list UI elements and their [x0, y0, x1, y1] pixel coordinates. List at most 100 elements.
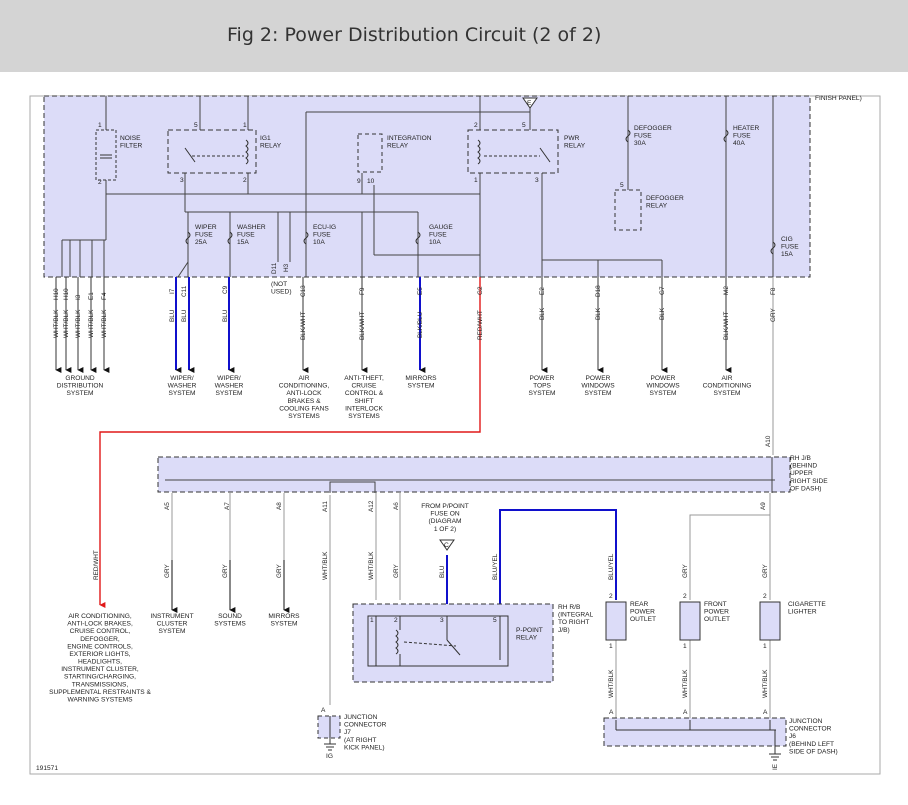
pin-label: 3 — [535, 177, 539, 184]
wire-color-label: GRY — [222, 564, 229, 578]
pin-label: 1 — [474, 177, 478, 184]
fuse-panel — [43, 95, 811, 278]
front-power-outlet — [679, 601, 701, 641]
wire-color-label: BLU/YEL — [608, 553, 615, 580]
pin-label: 1 — [370, 617, 374, 624]
outlet-pins: 2 2 2 1 1 1 — [609, 593, 767, 650]
wire-color-label: WHT/BLK — [322, 551, 329, 580]
pin-label: 5 — [522, 122, 526, 129]
top-wires — [55, 277, 774, 705]
pin-label: 5 — [493, 617, 497, 624]
pin-label: 1 — [243, 122, 247, 129]
pin-label: 3 — [180, 177, 184, 184]
connector-label: D11 — [271, 262, 278, 274]
top-wire-labels: WHT/BLK WHT/BLK WHT/BLK WHT/BLK WHT/BLK … — [53, 307, 777, 340]
panel-wiring — [61, 96, 774, 278]
wire-color-label: GRY — [762, 564, 769, 578]
rh-jb-pins: A5 A7 A8 A11 A12 A6 A9 — [164, 500, 767, 512]
connector-label: H3 — [283, 263, 290, 272]
defogger-relay — [614, 189, 642, 231]
pin-label: 9 — [357, 178, 361, 185]
outlets — [605, 601, 781, 641]
wire-color-label: WHT/BLK — [608, 669, 615, 698]
connector-label: F9 — [359, 287, 366, 295]
pin-label: 10 — [367, 178, 375, 185]
mid-wire-labels: RED/WHT GRY GRY GRY WHT/BLK WHT/BLK GRY … — [93, 550, 769, 580]
terminal-c-triangle — [439, 539, 455, 551]
jb-pin: A12 — [368, 500, 375, 512]
connector-label: D18 — [595, 285, 602, 297]
pin-label: 2 — [243, 177, 247, 184]
figure-header: Fig 2: Power Distribution Circuit (2 of … — [0, 0, 908, 72]
jb-pin: A7 — [224, 502, 231, 510]
connector-label: E5 — [417, 287, 424, 295]
pin-label: 2 — [394, 617, 398, 624]
wire-color-label: BLK/WHT — [300, 311, 307, 340]
jb-pin: A9 — [760, 502, 767, 510]
ig1-relay — [167, 129, 257, 174]
p-relay-pins: 1 2 3 5 — [370, 617, 497, 624]
pin-label: A — [763, 709, 768, 716]
wire-color-label: WHT/BLK — [368, 551, 375, 580]
connector-label: C11 — [181, 285, 188, 297]
rear-power-outlet — [605, 601, 627, 641]
pin-label: 2 — [609, 593, 613, 600]
connector-label: C13 — [300, 285, 307, 297]
connector-label: C9 — [222, 285, 229, 294]
pin-label: 2 — [98, 179, 102, 186]
wire-color-label: WHT/BLK — [63, 309, 70, 338]
ground-ig-label: IG — [326, 753, 333, 760]
fuse-symbols — [185, 129, 776, 255]
wire-color-label: GRY — [682, 564, 689, 578]
junction-j7 — [317, 715, 341, 751]
destination-multi-system: AIR CONDITIONING,ANTI-LOCK BRAKES,CRUISE… — [49, 613, 151, 703]
wire-color-label: RED/WHT — [477, 310, 484, 340]
j7-pin: A — [321, 707, 326, 714]
mid-wires — [171, 493, 771, 720]
connector-label: E2 — [539, 287, 546, 295]
j6-pins: A A A — [609, 709, 768, 716]
connector-label: E1 — [88, 292, 95, 300]
wire-color-label: WHT/BLK — [88, 309, 95, 338]
wire-color-label: WHT/BLK — [682, 669, 689, 698]
connector-label: I3 — [75, 294, 82, 300]
terminal-e-triangle — [522, 97, 538, 109]
connector-label: M2 — [723, 286, 730, 295]
pin-label: A — [683, 709, 688, 716]
jb-pin: A5 — [164, 502, 171, 510]
connector-label: I7 — [169, 288, 176, 294]
connector-label: F8 — [770, 287, 777, 295]
wire-color-label: RED/WHT — [93, 550, 100, 580]
wire-color-label: BLK — [659, 307, 666, 320]
connector-label: G2 — [477, 286, 484, 295]
jb-pin: A11 — [322, 501, 329, 512]
wire-color-label: GRY — [164, 564, 171, 578]
wire-color-label: BLK/WHT — [723, 311, 730, 340]
jb-pin: A6 — [393, 502, 400, 510]
p-point-relay — [367, 615, 509, 667]
wire-color-label: BLU — [439, 565, 446, 578]
connector-label: F4 — [101, 292, 108, 300]
